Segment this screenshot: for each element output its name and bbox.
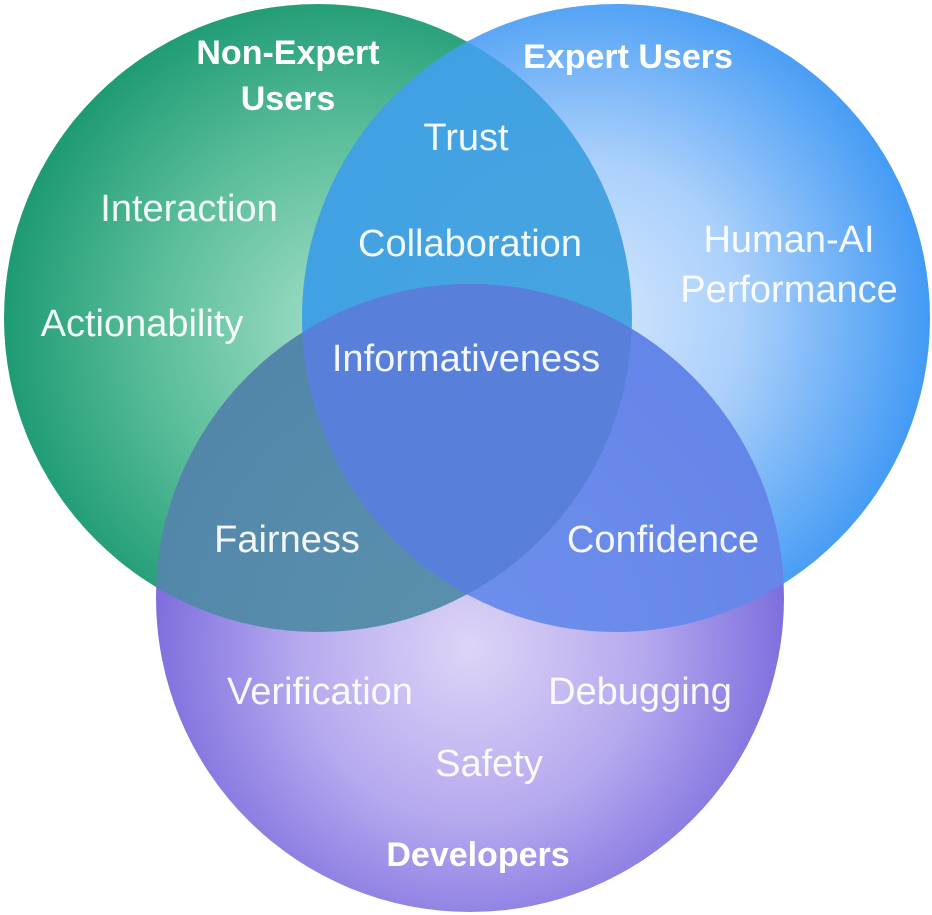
concept-actionability: Actionability bbox=[41, 303, 244, 345]
concept-performance: Performance bbox=[680, 269, 898, 311]
expert-users-title: Expert Users bbox=[523, 38, 733, 76]
concept-debugging: Debugging bbox=[548, 671, 732, 713]
non-expert-users-title-line2: Users bbox=[241, 80, 336, 118]
concept-informativeness: Informativeness bbox=[332, 338, 600, 380]
concept-safety: Safety bbox=[435, 743, 543, 785]
concept-interaction: Interaction bbox=[100, 188, 277, 230]
concept-trust: Trust bbox=[423, 117, 509, 159]
concept-collaboration: Collaboration bbox=[358, 223, 582, 265]
concept-confidence: Confidence bbox=[567, 519, 759, 561]
developers-title: Developers bbox=[386, 836, 569, 874]
concept-fairness: Fairness bbox=[214, 519, 360, 561]
non-expert-users-title-line1: Non-Expert bbox=[196, 34, 379, 72]
concept-human-ai: Human-AI bbox=[703, 219, 874, 261]
concept-verification: Verification bbox=[227, 671, 413, 713]
